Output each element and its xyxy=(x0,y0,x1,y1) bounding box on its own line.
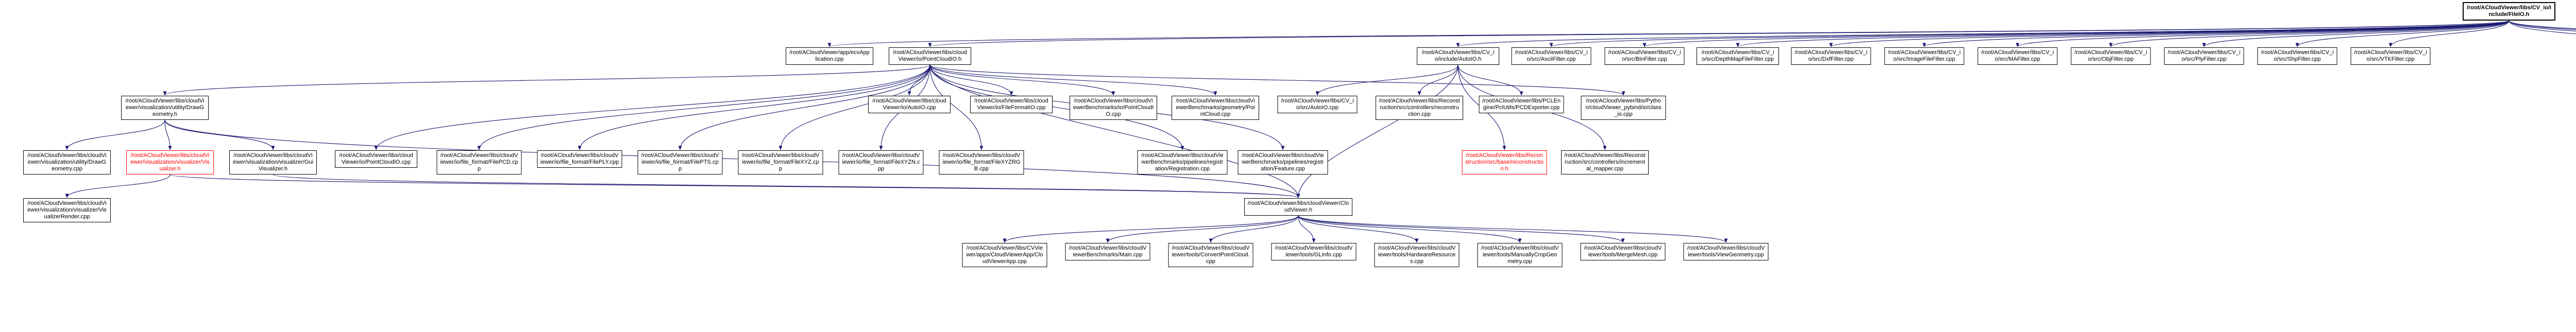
include-edge-root-pcio xyxy=(928,20,2510,47)
graph-node-e7[interactable]: /root/ACloudViewer/libs/PCLEngine/PclUti… xyxy=(1479,96,1564,113)
graph-node-imapper[interactable]: /root/ACloudViewer/libs/Reconstruction/s… xyxy=(1561,150,1649,174)
include-edge-autoio_h-e6 xyxy=(1417,64,1459,96)
graph-node-fpcd[interactable]: /root/ACloudViewer/libs/cloudViewer/io/f… xyxy=(436,150,522,174)
include-edge-pcio-fply xyxy=(578,64,930,150)
include-edge-pcio-e8 xyxy=(929,64,1625,96)
graph-node-hub[interactable]: /root/ACloudViewer/libs/cloudViewer/Clou… xyxy=(1244,198,1352,216)
graph-node-recon_red[interactable]: /root/ACloudViewer/libs/Reconstruction/s… xyxy=(1462,150,1547,174)
graph-node-ascii[interactable]: /root/ACloudViewer/libs/CV_io/src/AsciiF… xyxy=(1511,47,1591,65)
graph-node-bench_feat[interactable]: /root/ACloudViewer/libs/cloudViewerBench… xyxy=(1238,150,1328,174)
include-edge-g2-visrender xyxy=(65,174,171,198)
graph-node-shp[interactable]: /root/ACloudViewer/libs/CV_io/src/ShpFil… xyxy=(2257,47,2337,65)
include-edge-pcio-hub xyxy=(929,64,1300,198)
graph-node-g1[interactable]: /root/ACloudViewer/libs/cloudViewer/visu… xyxy=(23,150,111,174)
graph-node-e1[interactable]: /root/ACloudViewer/libs/cloudViewer/io/A… xyxy=(868,96,951,113)
graph-node-draw_h[interactable]: /root/ACloudViewer/libs/cloudViewer/visu… xyxy=(121,96,209,120)
graph-node-ma[interactable]: /root/ACloudViewer/libs/CV_io/src/MAFilt… xyxy=(1977,47,2058,65)
include-edge-hub-h8 xyxy=(1298,215,1728,243)
include-edge-pcio-e3 xyxy=(929,64,1115,96)
include-edge-pcio-fpts xyxy=(678,64,930,150)
graph-node-h7[interactable]: /root/ACloudViewer/libs/cloudViewer/tool… xyxy=(1580,243,1666,260)
graph-node-fxyzrgb[interactable]: /root/ACloudViewer/libs/cloudViewer/io/f… xyxy=(939,150,1024,174)
include-edge-pcio-io_cpp xyxy=(374,64,930,150)
include-edge-root-bundler xyxy=(2509,20,2576,34)
include-edge-hub-h4 xyxy=(1298,215,1316,243)
include-edge-root-shp xyxy=(2295,20,2510,47)
include-edge-autoio_h-hub xyxy=(1296,64,1459,198)
graph-node-h3[interactable]: /root/ACloudViewer/libs/cloudViewer/tool… xyxy=(1168,243,1253,267)
graph-node-e8[interactable]: /root/ACloudViewer/libs/Python/cloudView… xyxy=(1581,96,1666,120)
include-edge-hub-h7 xyxy=(1298,215,1625,243)
include-edge-root-imgff xyxy=(1922,20,2510,47)
graph-node-e5[interactable]: /root/ACloudViewer/libs/CV_io/src/AutoIO… xyxy=(1277,96,1358,113)
include-edge-autoio_h-e5 xyxy=(1315,64,1459,96)
include-edge-root-depthmap xyxy=(1736,20,2510,47)
graph-node-e2[interactable]: /root/ACloudViewer/libs/cloudViewer/io/F… xyxy=(970,96,1053,113)
include-edge-pcio-fxyz xyxy=(778,64,930,150)
graph-node-bin[interactable]: /root/ACloudViewer/libs/CV_io/src/BinFil… xyxy=(1604,47,1685,65)
graph-node-e3[interactable]: /root/ACloudViewer/libs/cloudViewerBench… xyxy=(1070,96,1157,120)
graph-node-obj[interactable]: /root/ACloudViewer/libs/CV_io/src/ObjFil… xyxy=(2071,47,2151,65)
include-edge-hub-h6 xyxy=(1298,215,1522,243)
include-edge-root-photoscan xyxy=(2509,20,2576,30)
graph-node-app[interactable]: /root/ACloudViewer/app/ecvApplication.cp… xyxy=(786,47,873,65)
graph-node-g2[interactable]: /root/ACloudViewer/libs/cloudViewer/visu… xyxy=(126,150,214,174)
include-edge-root-ma xyxy=(2015,20,2510,47)
include-edge-draw_h-hub xyxy=(164,119,1300,198)
include-edge-root-obj xyxy=(2109,20,2510,47)
include-edge-g2-hub xyxy=(170,174,1300,198)
include-edge-pcio-bench_reg xyxy=(929,64,1184,150)
include-edge-root-bin xyxy=(1642,20,2510,47)
graph-node-depthmap[interactable]: /root/ACloudViewer/libs/CV_io/src/DepthM… xyxy=(1697,47,1779,65)
graph-node-h5[interactable]: /root/ACloudViewer/libs/cloudViewer/tool… xyxy=(1374,243,1460,267)
graph-node-bench_reg[interactable]: /root/ACloudViewer/libs/cloudViewerBench… xyxy=(1137,150,1228,174)
include-edge-hub-h5 xyxy=(1298,215,1419,243)
include-edge-root-dxf xyxy=(1829,20,2510,47)
include-edge-root-poisson xyxy=(2509,20,2576,29)
include-edge-draw_h-g2 xyxy=(164,119,172,150)
graph-node-h4[interactable]: /root/ACloudViewer/libs/cloudViewer/tool… xyxy=(1271,243,1357,260)
include-edge-hub-h1 xyxy=(1003,215,1299,243)
include-edge-pcio-fpcd xyxy=(477,64,930,150)
include-edge-hub-h3 xyxy=(1209,215,1299,243)
graph-node-h6[interactable]: /root/ACloudViewer/libs/cloudViewer/tool… xyxy=(1477,243,1563,267)
include-edge-pcio-draw_h xyxy=(163,64,930,96)
graph-node-e4[interactable]: /root/ACloudViewer/libs/cloudViewerBench… xyxy=(1172,96,1259,120)
include-edge-root-vtk xyxy=(2388,20,2510,47)
graph-node-fxyz[interactable]: /root/ACloudViewer/libs/cloudViewer/io/f… xyxy=(738,150,823,174)
graph-node-dxf[interactable]: /root/ACloudViewer/libs/CV_io/src/DxfFil… xyxy=(1791,47,1871,65)
graph-node-fply[interactable]: /root/ACloudViewer/libs/cloudViewer/io/f… xyxy=(537,150,622,168)
include-edge-pcio-fxyzrgb xyxy=(929,64,984,150)
include-edge-autoio_h-e7 xyxy=(1458,64,1523,96)
graph-node-vtk[interactable]: /root/ACloudViewer/libs/CV_io/src/VTKFil… xyxy=(2350,47,2431,65)
graph-node-autoio_h[interactable]: /root/ACloudViewer/libs/CV_io/include/Au… xyxy=(1417,47,1499,65)
graph-node-pcio[interactable]: /root/ACloudViewer/libs/cloudViewer/io/P… xyxy=(889,47,971,65)
graph-node-fpts[interactable]: /root/ACloudViewer/libs/cloudViewer/io/f… xyxy=(637,150,723,174)
include-edge-root-e57 xyxy=(2509,20,2576,31)
include-edge-pcio-e2 xyxy=(929,64,1013,96)
graph-node-e6[interactable]: /root/ACloudViewer/libs/Reconstruction/s… xyxy=(1376,96,1463,120)
include-edge-pcio-e4 xyxy=(929,64,1217,96)
graph-node-g3[interactable]: /root/ACloudViewer/libs/cloudViewer/visu… xyxy=(229,150,317,174)
graph-node-visrender[interactable]: /root/ACloudViewer/libs/cloudViewer/visu… xyxy=(23,198,111,222)
graph-node-io_cpp[interactable]: /root/ACloudViewer/libs/cloudViewer/io/P… xyxy=(335,150,417,168)
graph-node-h8[interactable]: /root/ACloudViewer/libs/cloudViewer/tool… xyxy=(1683,243,1769,260)
graph-node-ply[interactable]: /root/ACloudViewer/libs/CV_io/src/PlyFil… xyxy=(2164,47,2244,65)
graph-node-fxyzn[interactable]: /root/ACloudViewer/libs/cloudViewer/io/f… xyxy=(838,150,924,174)
include-edge-hub-h2 xyxy=(1106,215,1299,243)
include-edge-draw_h-g3 xyxy=(164,119,275,150)
include-edge-draw_h-g1 xyxy=(65,119,165,150)
graph-node-h1[interactable]: /root/ACloudViewer/libs/CVViewer/apps/Cl… xyxy=(962,243,1047,267)
include-edge-g3-hub xyxy=(273,174,1300,198)
graph-node-h2[interactable]: /root/ACloudViewer/libs/cloudViewerBench… xyxy=(1065,243,1150,260)
graph-node-imgff[interactable]: /root/ACloudViewer/libs/CV_io/src/ImageF… xyxy=(1884,47,1964,65)
graph-node-root[interactable]: /root/ACloudViewer/libs/CV_io/include/Fi… xyxy=(2463,2,2555,21)
include-edge-root-ply xyxy=(2202,20,2510,47)
